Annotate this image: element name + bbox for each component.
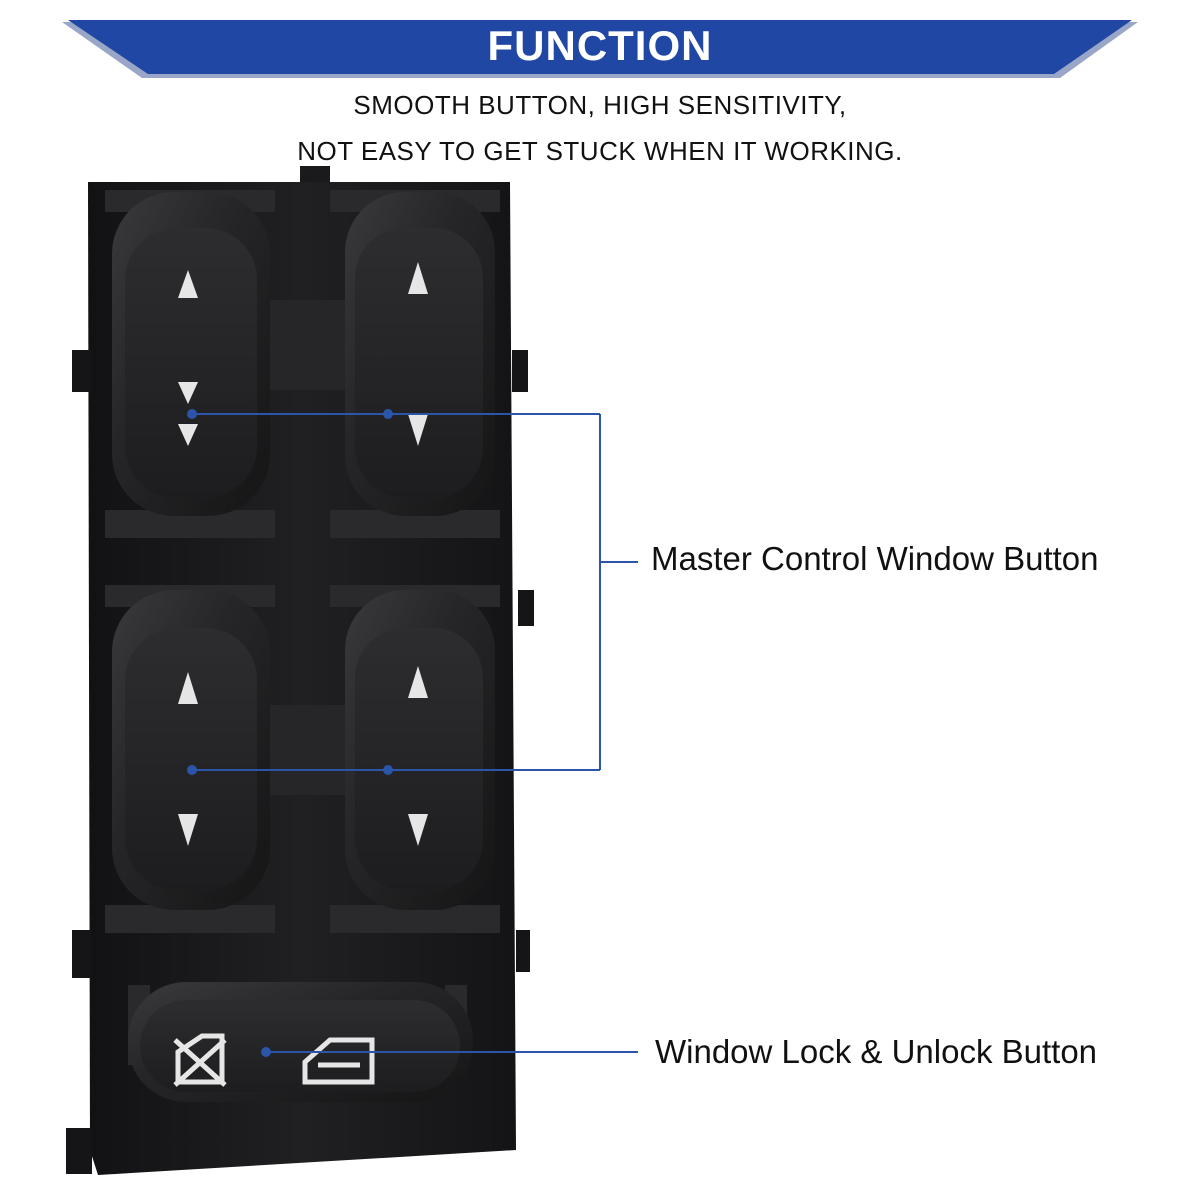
callout-dots <box>187 409 393 1057</box>
up-arrow-icon <box>408 666 428 698</box>
master-callout-lines <box>192 413 638 771</box>
banner-title: FUNCTION <box>487 22 713 69</box>
lower-button-bridge <box>245 705 365 795</box>
window-lock-label: Window Lock & Unlock Button <box>655 1033 1098 1070</box>
master-control-label: Master Control Window Button <box>651 540 1099 577</box>
front-left-window-button[interactable] <box>112 192 270 516</box>
window-locked-icon <box>173 1033 227 1087</box>
up-arrow-icon <box>178 270 198 298</box>
window-unlocked-icon <box>302 1037 375 1085</box>
down-arrow-icon <box>408 414 428 446</box>
down-arrow-icon <box>178 424 198 446</box>
description-line-2: NOT EASY TO GET STUCK WHEN IT WORKING. <box>297 136 903 166</box>
rear-left-window-button[interactable] <box>112 590 270 910</box>
up-arrow-icon <box>408 262 428 294</box>
window-lock-button[interactable] <box>128 982 473 1102</box>
top-connector-tab <box>300 166 330 184</box>
front-right-window-button[interactable] <box>345 192 495 516</box>
function-banner <box>62 20 1138 78</box>
down-arrow-icon <box>178 814 198 846</box>
upper-button-bridge <box>245 300 365 390</box>
rear-right-window-button[interactable] <box>345 590 495 910</box>
auto-down-arrow-icon <box>178 382 198 404</box>
side-clips <box>66 350 534 1174</box>
up-arrow-icon <box>178 672 198 704</box>
banner-shape <box>68 20 1132 74</box>
down-arrow-icon <box>408 814 428 846</box>
description-line-1: SMOOTH BUTTON, HIGH SENSITIVITY, <box>353 90 847 120</box>
